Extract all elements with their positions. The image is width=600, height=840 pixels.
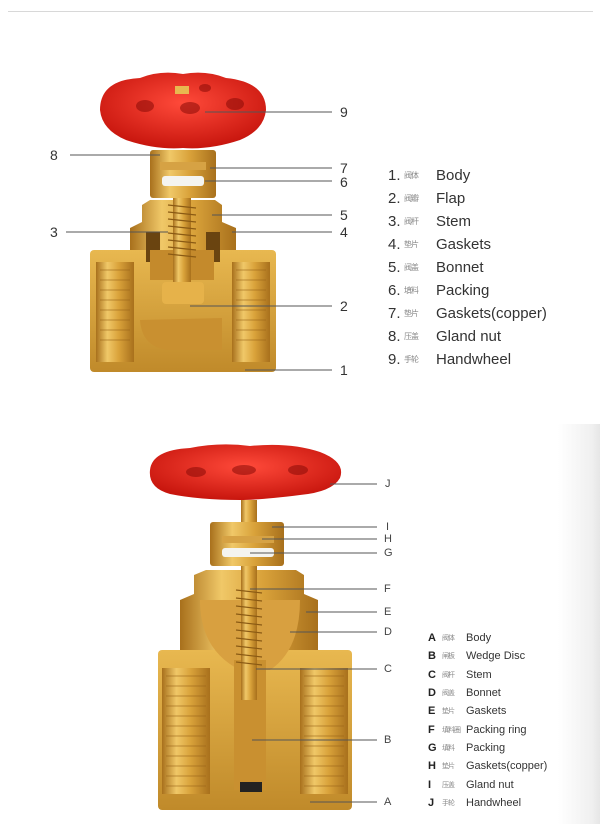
legend-label: Handwheel bbox=[466, 796, 522, 809]
top-divider bbox=[8, 11, 593, 12]
legend-label: Gland nut bbox=[466, 778, 514, 791]
legend-label: Bonnet bbox=[466, 687, 501, 700]
callout-B: B bbox=[384, 734, 392, 746]
callout-J: J bbox=[385, 478, 391, 490]
callout-7: 7 bbox=[340, 160, 348, 176]
callout-E: E bbox=[384, 606, 392, 618]
callout-F: F bbox=[384, 583, 391, 595]
legend-label: Wedge Disc bbox=[466, 650, 526, 663]
gate-valve bbox=[149, 444, 352, 810]
legend-label: Body bbox=[466, 632, 492, 645]
legend-label: Packing ring bbox=[466, 723, 527, 736]
legend-label: Gaskets bbox=[466, 705, 507, 718]
callout-8: 8 bbox=[50, 147, 58, 163]
legend-label: Packing bbox=[466, 741, 506, 754]
legend-label: Stem bbox=[466, 668, 492, 681]
legend-label: Bonnet bbox=[436, 259, 484, 276]
page-edge-shadow bbox=[558, 424, 600, 824]
globe-valve-callouts bbox=[66, 111, 332, 371]
legend-label: Body bbox=[436, 167, 471, 184]
callout-I: I bbox=[386, 521, 390, 533]
legend-label: Stem bbox=[436, 213, 472, 230]
callout-1: 1 bbox=[340, 362, 348, 378]
callout-C: C bbox=[384, 663, 392, 675]
callout-4: 4 bbox=[340, 224, 348, 240]
callout-3: 3 bbox=[50, 224, 58, 240]
callout-D: D bbox=[384, 626, 392, 638]
legend-label: Packing bbox=[436, 282, 490, 299]
legend-label: Gaskets(copper) bbox=[436, 305, 547, 322]
callout-6: 6 bbox=[340, 174, 348, 190]
globe-valve bbox=[90, 72, 276, 372]
legend-label: Flap bbox=[436, 190, 466, 207]
callout-G: G bbox=[384, 547, 393, 559]
gate-valve-callouts bbox=[250, 483, 377, 803]
legend-label: Handwheel bbox=[436, 351, 512, 368]
legend-label: Gaskets(copper) bbox=[466, 760, 548, 773]
callout-H: H bbox=[384, 533, 392, 545]
callout-5: 5 bbox=[340, 207, 348, 223]
callout-A: A bbox=[384, 796, 392, 808]
callout-2: 2 bbox=[340, 298, 348, 314]
legend-label: Gaskets bbox=[436, 236, 492, 253]
callout-9: 9 bbox=[340, 104, 348, 120]
legend-label: Gland nut bbox=[436, 328, 502, 345]
